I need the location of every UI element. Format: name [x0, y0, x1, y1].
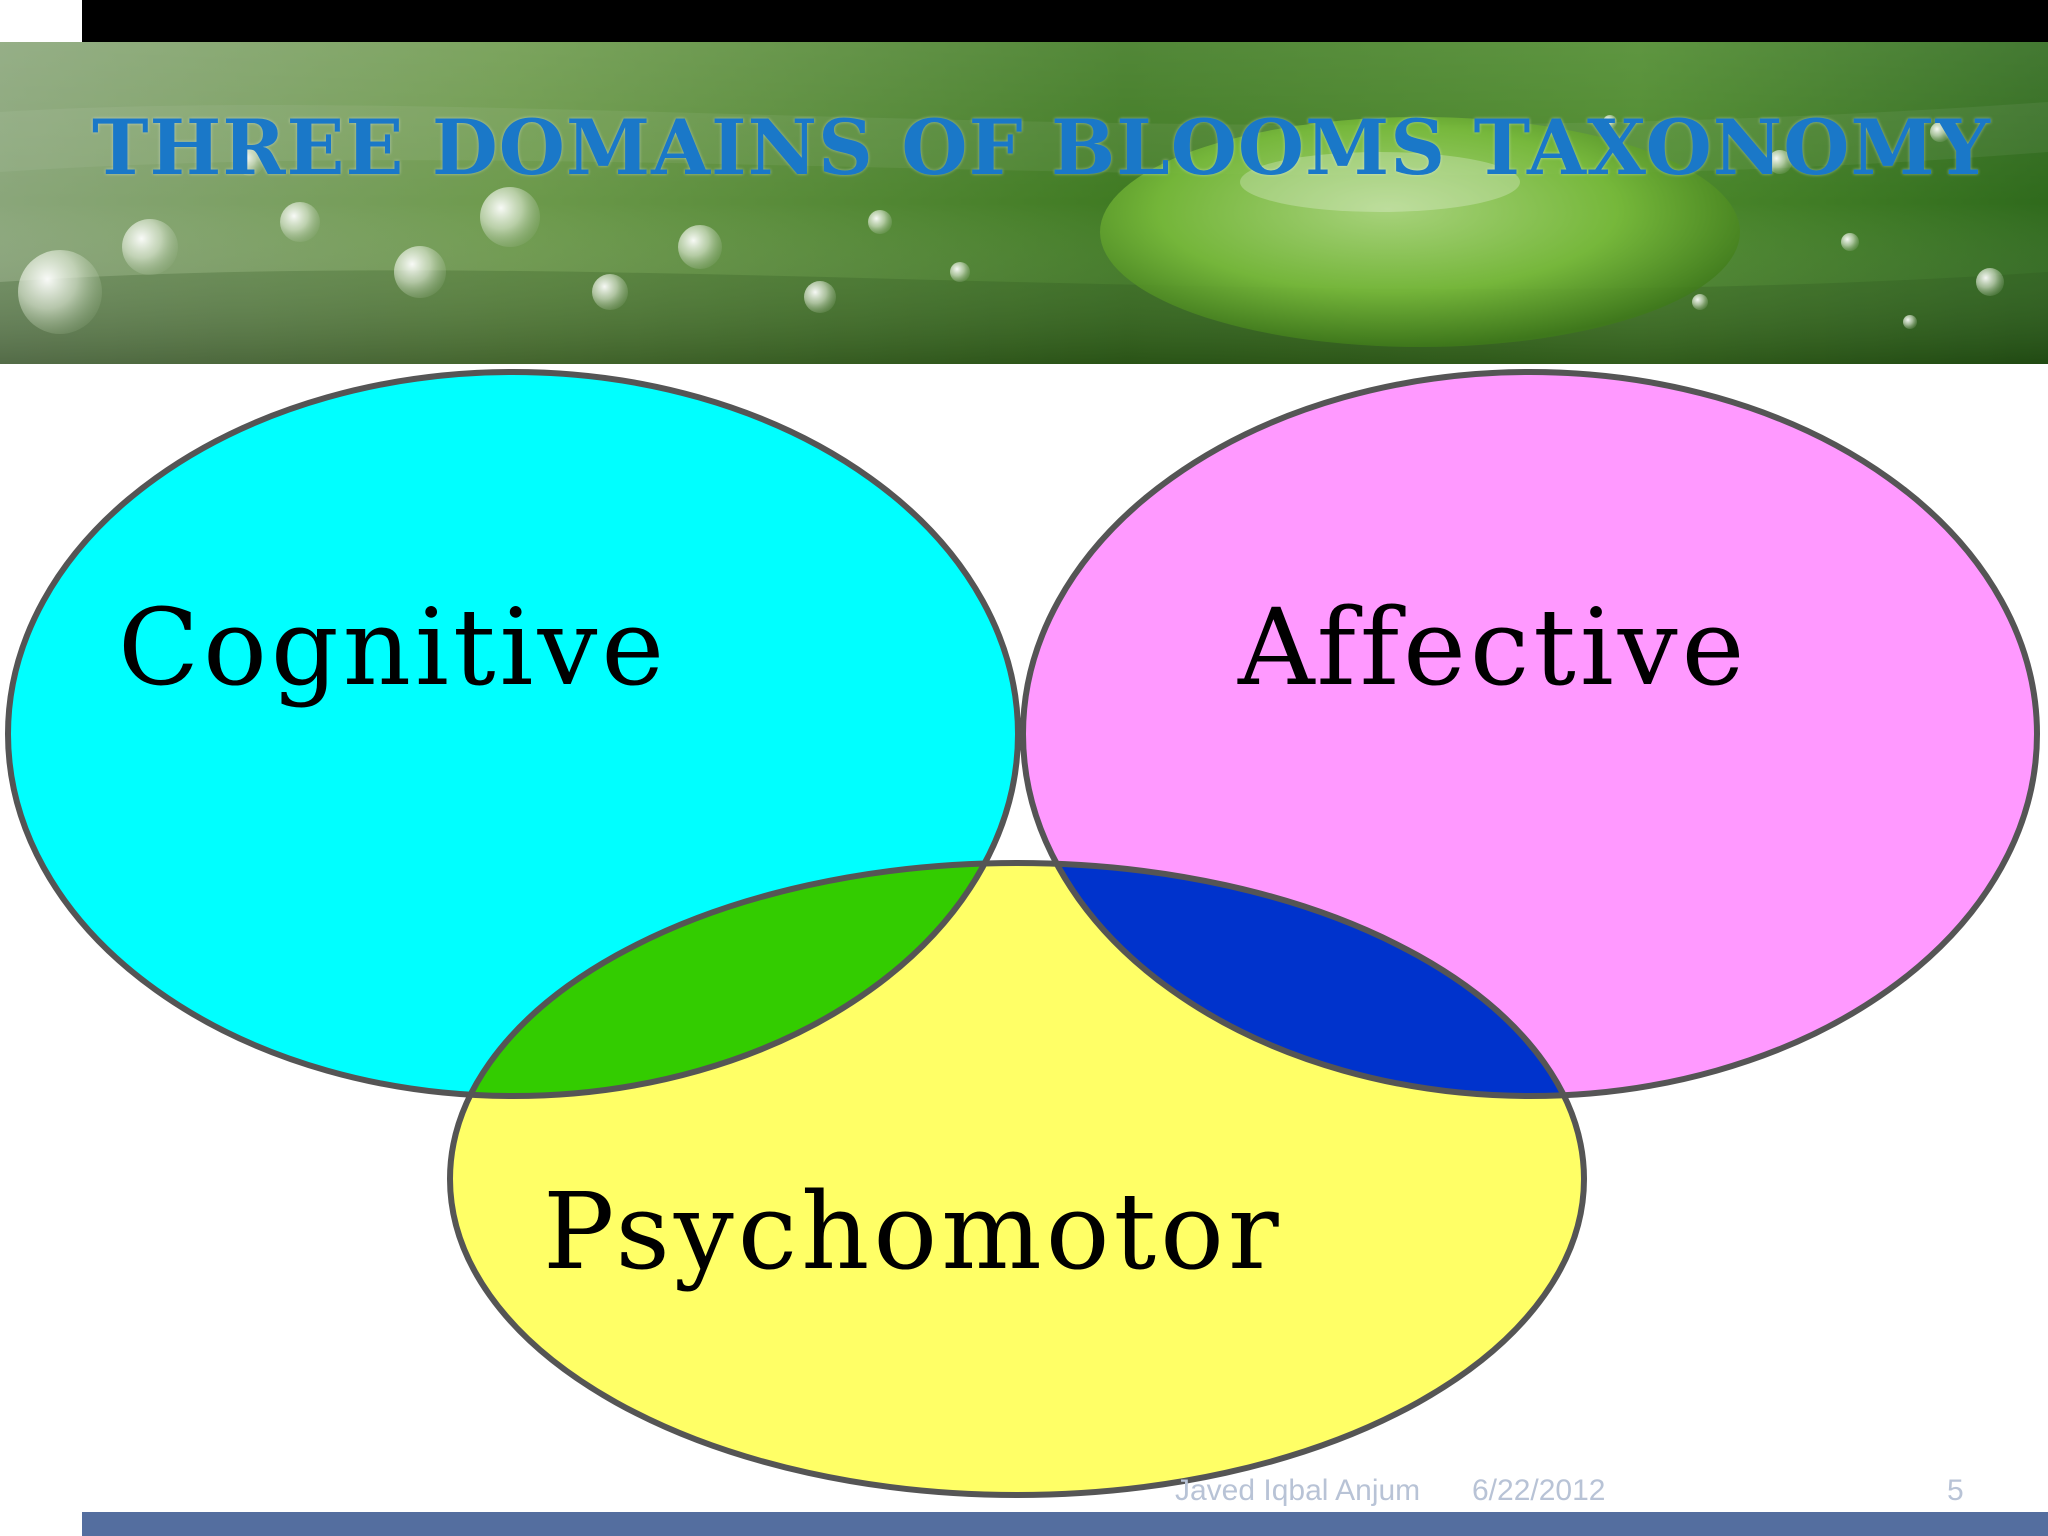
leaf-water-drops-image	[0, 42, 2048, 364]
slide-title: Three Domains of Blooms Taxonomy	[92, 103, 1991, 192]
footer-author: Javed Iqbal Anjum	[1175, 1474, 1421, 1507]
slide-footer: Javed Iqbal Anjum 6/22/2012 5	[0, 1470, 2048, 1510]
venn-label-psychomotor: Psychomotor	[543, 1170, 1283, 1293]
venn-outline-affective	[1020, 369, 2040, 1099]
venn-region-affective-psychomotor	[1023, 863, 1584, 1096]
venn-label-affective: Affective	[1237, 586, 1748, 709]
venn-outline-psychomotor	[447, 860, 1587, 1498]
header-banner	[0, 42, 2048, 364]
venn-outline-cognitive	[5, 369, 1021, 1099]
footer-page-number: 5	[1947, 1474, 1964, 1507]
venn-diagram: Cognitive Affective Psychomotor	[5, 369, 2040, 1498]
top-left-corner	[0, 0, 82, 42]
top-bar	[82, 0, 2048, 42]
venn-label-cognitive: Cognitive	[118, 586, 668, 709]
footer-date: 6/22/2012	[1472, 1474, 1606, 1507]
bottom-bar	[82, 1512, 2048, 1536]
venn-region-cognitive-psychomotor	[450, 863, 1018, 1096]
